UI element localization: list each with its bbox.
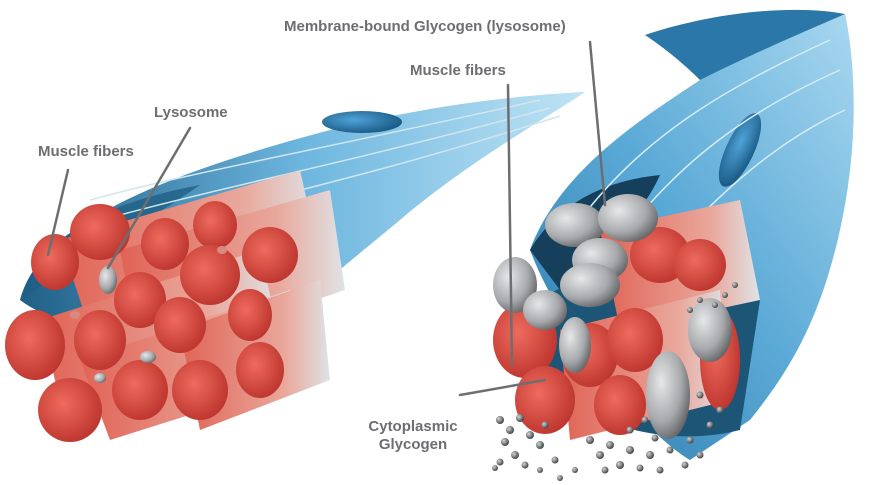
label-cytoplasmic-glycogen: Cytoplasmic Glycogen — [358, 418, 468, 454]
left-lysosome — [99, 266, 117, 294]
pompe-muscle-bundle — [492, 10, 854, 481]
label-cytoplasmic-line1: Cytoplasmic — [358, 418, 468, 436]
label-lysosome: Lysosome — [154, 104, 228, 122]
label-left-muscle-fibers: Muscle fibers — [38, 143, 134, 161]
label-cytoplasmic-line2: Glycogen — [358, 436, 468, 454]
label-right-muscle-fibers: Muscle fibers — [410, 62, 506, 80]
left-nucleus — [322, 111, 402, 133]
label-membrane-glycogen: Membrane-bound Glycogen (lysosome) — [284, 18, 566, 36]
